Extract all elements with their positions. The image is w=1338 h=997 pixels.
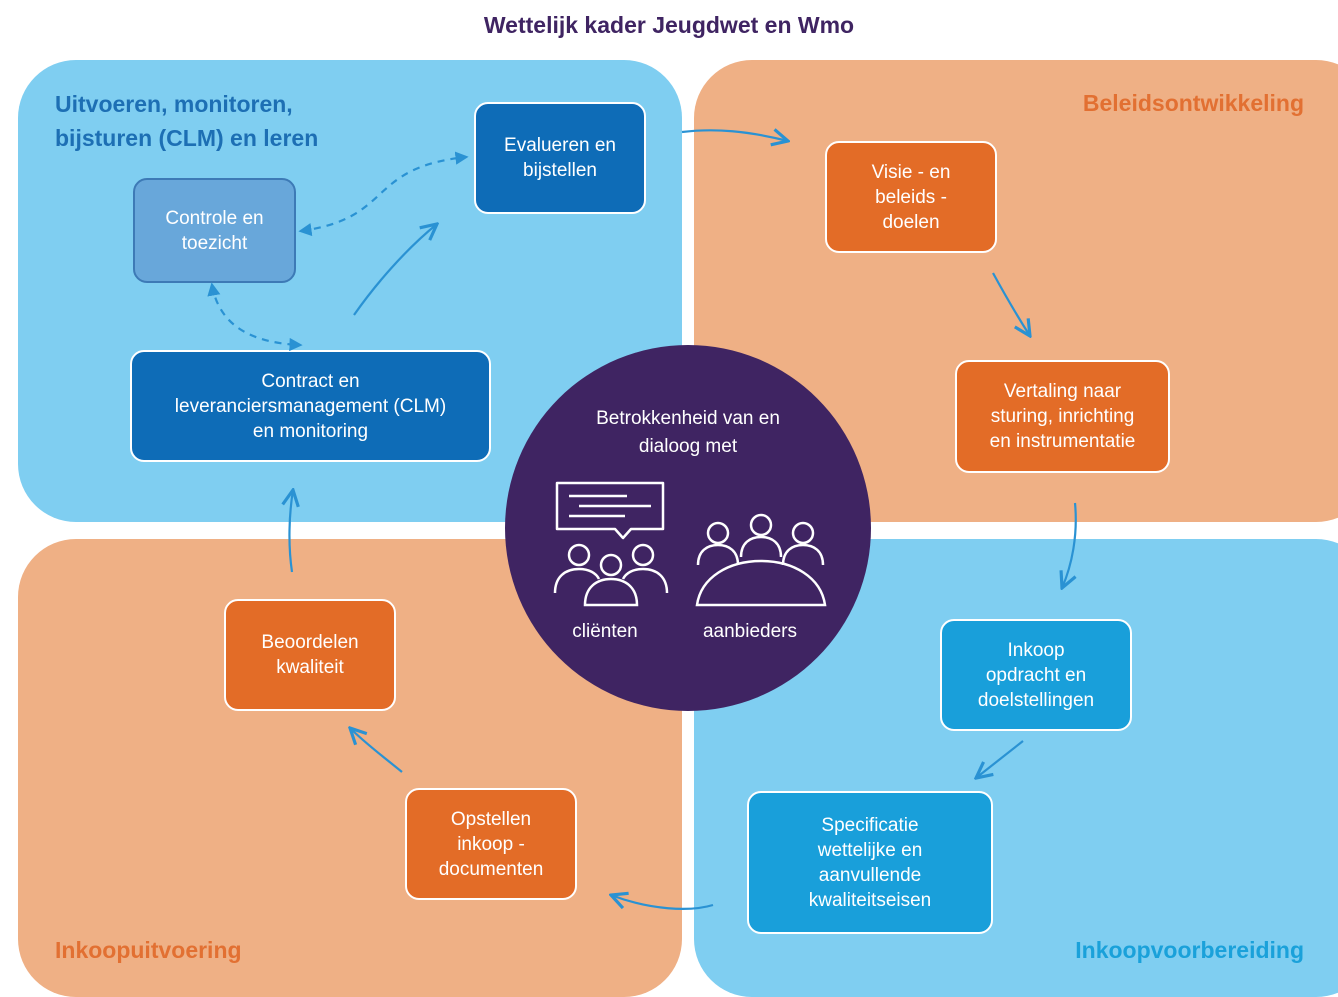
clients-group-icon: [553, 543, 669, 607]
diagram-title: Wettelijk kader Jeugdwet en Wmo: [483, 12, 855, 38]
box-controle: Controle en toezicht: [133, 178, 296, 283]
box-inkoop-opdracht: Inkoop opdracht en doelstellingen: [940, 619, 1132, 731]
box-controle-label: Controle en toezicht: [165, 207, 264, 254]
arrow-visie-to-vertaling: [992, 272, 1030, 336]
box-visie-label: Visie - en beleids - doelen: [871, 161, 951, 233]
quadrant-label-inkoopvoorbereiding: Inkoopvoorbereiding: [1075, 937, 1304, 963]
box-clm-label: Contract en leveranciersmanagement (CLM)…: [174, 370, 447, 442]
center-icons: [553, 481, 827, 607]
dashed-arrow-controle-clm: [207, 282, 303, 352]
quadrant-label-uitvoeren: Uitvoeren, monitoren, bijsturen (CLM) en…: [55, 91, 319, 151]
box-visie: Visie - en beleids - doelen: [825, 141, 997, 253]
arrow-vertaling-to-inkoop: [1062, 502, 1077, 588]
arrow-evalueren-to-visie: [681, 130, 788, 141]
chat-bubble-icon: [555, 481, 665, 540]
quadrant-label-beleidsontwikkeling: Beleidsontwikkeling: [1082, 90, 1304, 116]
dashed-arrow-controle-evalueren: [298, 151, 469, 237]
quadrant-label-inkoopuitvoering: Inkoopuitvoering: [55, 937, 242, 963]
box-inkoop-opdracht-label: Inkoop opdracht en doelstellingen: [977, 639, 1095, 711]
box-clm: Contract en leveranciersmanagement (CLM)…: [130, 350, 491, 462]
providers-label: aanbieders: [702, 621, 798, 642]
center-title: Betrokkenheid van en dialoog met: [596, 408, 780, 457]
arrow-inkoop-to-specificatie: [976, 740, 1024, 778]
box-evalueren: Evalueren en bijstellen: [474, 102, 646, 214]
clients-label: cliënten: [572, 621, 638, 642]
box-opstellen-documenten: Opstellen inkoop - documenten: [405, 788, 577, 900]
box-opstellen-documenten-label: Opstellen inkoop - documenten: [438, 808, 544, 880]
center-circle: Betrokkenheid van en dialoog met cliënte…: [505, 345, 871, 711]
arrow-specificatie-to-documenten: [611, 895, 714, 910]
box-specificatie-label: Specificatie wettelijke en aanvullende k…: [808, 814, 932, 911]
box-beoordelen-label: Beoordelen kwaliteit: [261, 632, 359, 678]
box-beoordelen: Beoordelen kwaliteit: [224, 599, 396, 711]
arrow-documenten-to-beoordelen: [350, 728, 403, 773]
box-vertaling: Vertaling naar sturing, inrichting en in…: [955, 360, 1170, 473]
box-vertaling-label: Vertaling naar sturing, inrichting en in…: [989, 381, 1136, 452]
providers-meeting-icon: [695, 513, 827, 607]
box-specificatie: Specificatie wettelijke en aanvullende k…: [747, 791, 993, 934]
arrow-beoordelen-to-clm: [289, 490, 293, 573]
arrow-clm-to-evalueren: [353, 224, 437, 316]
box-evalueren-label: Evalueren en bijstellen: [504, 135, 616, 181]
